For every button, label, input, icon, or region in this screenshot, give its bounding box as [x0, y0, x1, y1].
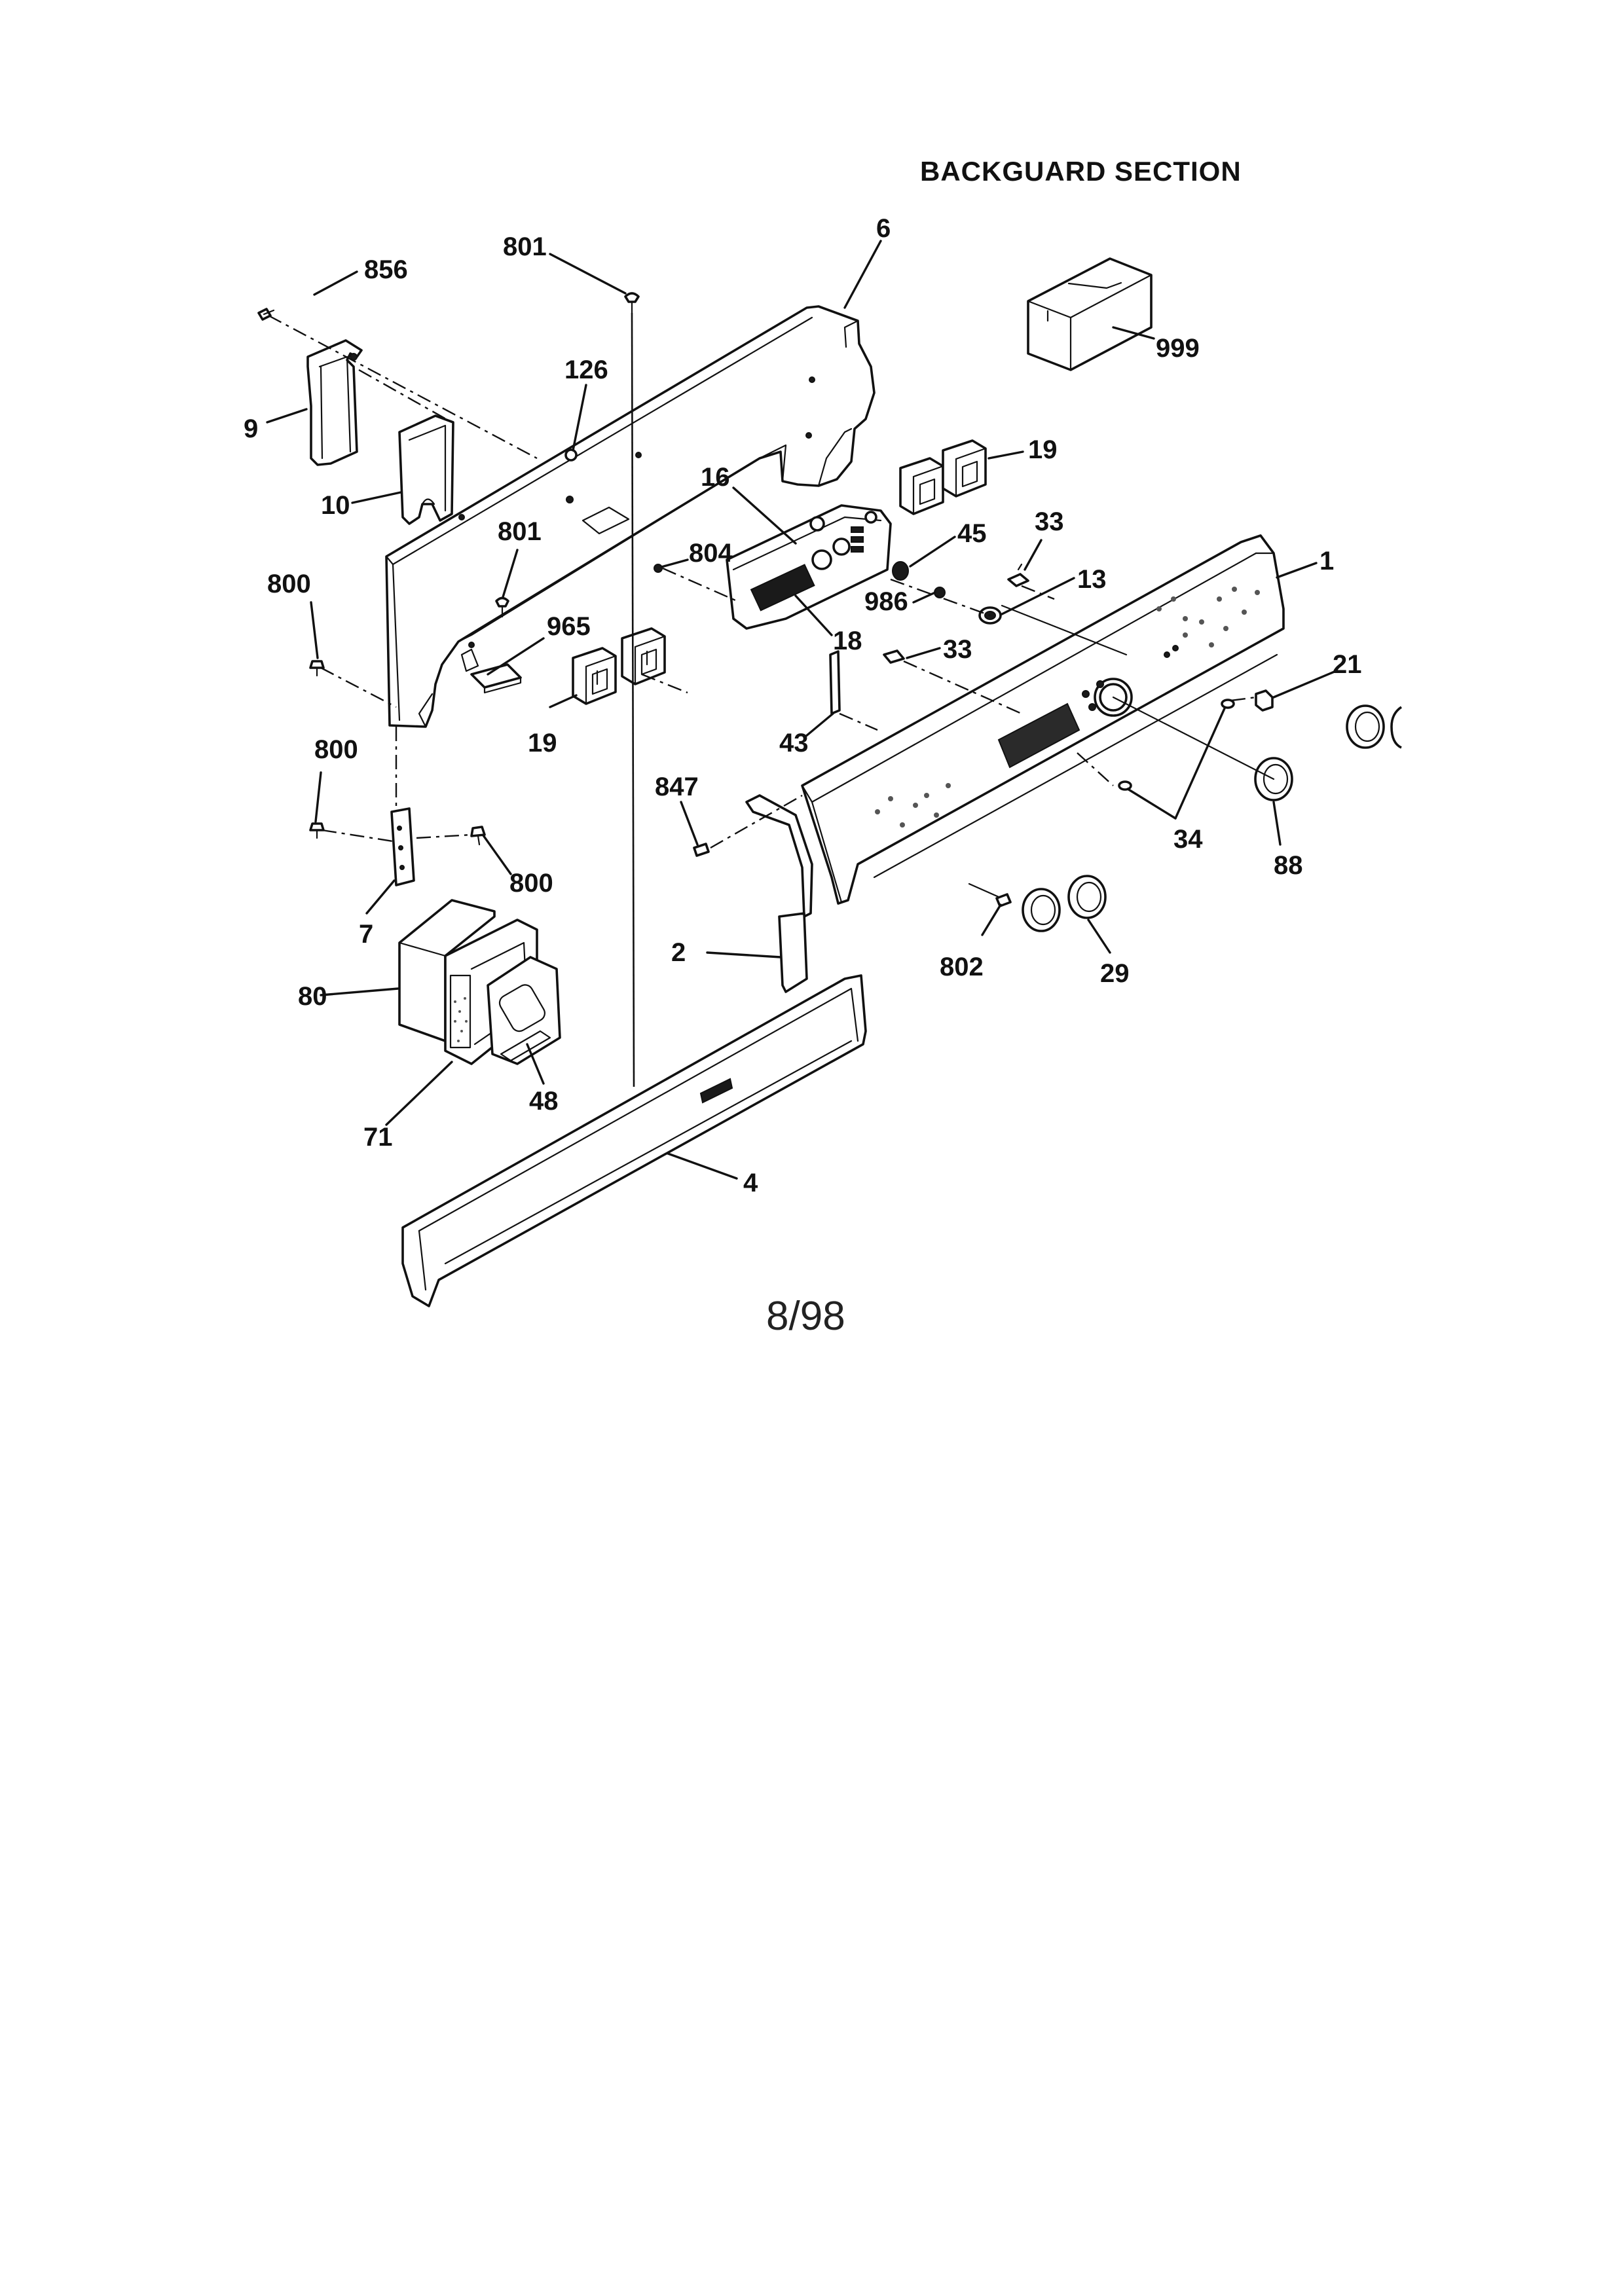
- bracket-48: [487, 956, 561, 1065]
- bracket-965: [470, 663, 522, 694]
- callout-19-left: 19: [528, 729, 557, 757]
- callout-19-right: 19: [1028, 435, 1058, 464]
- bottom-trim-4: [401, 974, 867, 1307]
- leader-lines: [266, 240, 1337, 1180]
- callout-126: 126: [564, 355, 608, 384]
- callout-48: 48: [529, 1087, 559, 1116]
- callout-71: 71: [363, 1123, 393, 1152]
- side-bracket-9: [306, 339, 363, 466]
- screw-126: [564, 448, 578, 462]
- parts-box-999: [1027, 257, 1153, 371]
- callout-labels: 856 801 6 999 9 126 10 19 16 801 804 45 …: [244, 214, 1362, 1197]
- infinite-switch-19-right-b: [942, 439, 987, 498]
- callout-21: 21: [1333, 650, 1362, 679]
- callout-43: 43: [779, 729, 809, 757]
- callout-29: 29: [1100, 959, 1130, 988]
- knob-29-a: [1022, 888, 1061, 932]
- bracket-7: [390, 807, 415, 886]
- callout-16: 16: [701, 463, 730, 492]
- callout-2: 2: [671, 938, 686, 967]
- lamp-holder-33-upper: [1007, 563, 1029, 587]
- callout-802: 802: [940, 953, 984, 981]
- infinite-switch-19-right-a: [899, 457, 944, 515]
- front-control-panel: [801, 534, 1285, 905]
- screw-801-top: [624, 292, 640, 314]
- assembly-lines: [1001, 604, 1275, 780]
- callout-800-upper: 800: [267, 570, 311, 598]
- callout-1: 1: [1320, 547, 1334, 575]
- callout-986: 986: [864, 587, 908, 616]
- callout-7: 7: [359, 920, 373, 949]
- callout-856: 856: [364, 255, 408, 284]
- screw-34-upper: [1221, 699, 1235, 709]
- end-cap-43: [829, 650, 841, 715]
- lamp-holder-33-lower: [883, 649, 905, 664]
- screw-804: [654, 564, 663, 573]
- bracket-2: [745, 794, 813, 993]
- screw-802: [968, 883, 1012, 907]
- spacer-45: [892, 561, 909, 581]
- callout-804: 804: [689, 539, 733, 568]
- callout-34: 34: [1173, 825, 1203, 854]
- terminal-block-21: [1255, 689, 1274, 712]
- screw-800-right: [470, 826, 486, 846]
- callout-800-left: 800: [314, 735, 358, 764]
- screw-800-upper: [309, 660, 325, 677]
- knob-right-b-partial: [1390, 706, 1403, 749]
- callout-18: 18: [833, 627, 862, 655]
- callout-33-lower: 33: [943, 635, 972, 664]
- callout-88: 88: [1274, 851, 1303, 880]
- long-vertical-guide: [631, 312, 635, 1087]
- alignment-lines: [268, 314, 1257, 849]
- callout-33-upper: 33: [1035, 507, 1064, 536]
- side-bracket-10: [398, 414, 454, 525]
- callout-801-top: 801: [503, 232, 547, 261]
- screw-801-mid: [495, 596, 509, 618]
- screw-800-left: [309, 822, 325, 839]
- callout-965: 965: [547, 612, 591, 641]
- callout-6: 6: [876, 214, 891, 243]
- callout-4: 4: [743, 1169, 758, 1197]
- revision-date: 8/98: [766, 1294, 845, 1339]
- callout-80: 80: [298, 982, 327, 1011]
- callout-10: 10: [321, 491, 350, 520]
- callout-847: 847: [655, 773, 699, 801]
- callout-801-mid: 801: [498, 517, 542, 546]
- infinite-switch-19-left-a: [572, 647, 617, 705]
- callout-9: 9: [244, 414, 258, 443]
- callout-13: 13: [1077, 565, 1107, 594]
- knob-29-b: [1067, 875, 1107, 919]
- screw-34-lower: [1118, 780, 1132, 791]
- callout-999: 999: [1156, 334, 1200, 363]
- callout-800-right: 800: [509, 869, 553, 898]
- page-title: BACKGUARD SECTION: [920, 156, 1242, 187]
- callout-45: 45: [957, 519, 987, 548]
- screw-856: [257, 308, 275, 321]
- knob-right-a: [1346, 704, 1385, 749]
- screw-847: [693, 843, 710, 857]
- electronic-control-board-16: [726, 504, 892, 630]
- rear-backguard-panel: [385, 305, 876, 728]
